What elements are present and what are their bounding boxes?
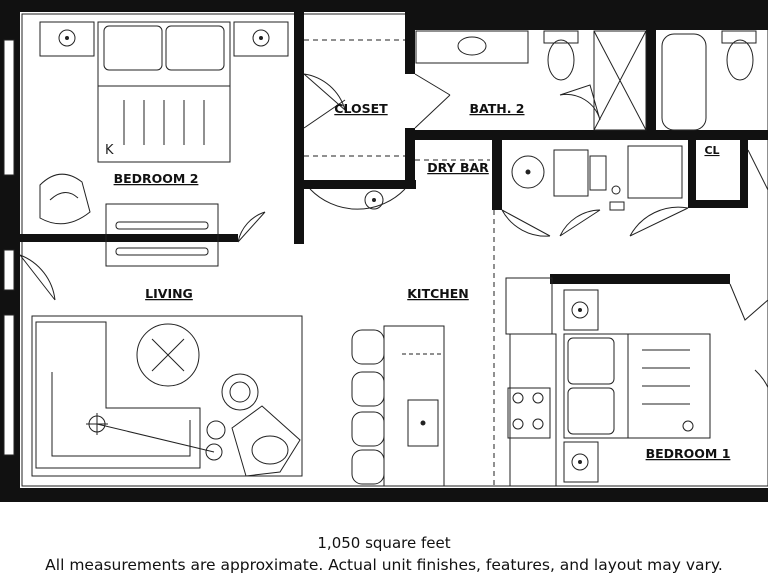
bath2-fixtures bbox=[415, 30, 757, 131]
water-heater-icon bbox=[511, 155, 545, 189]
sink-icon bbox=[457, 36, 487, 56]
closet-fixture bbox=[364, 190, 384, 210]
toilet-tank bbox=[543, 30, 579, 44]
bathtub bbox=[661, 33, 707, 131]
rug bbox=[31, 315, 303, 477]
bedroom2-furniture bbox=[39, 21, 289, 267]
room-label-living: LIVING bbox=[145, 286, 193, 301]
interior-walls bbox=[20, 12, 768, 284]
room-label-dry-bar: DRY BAR bbox=[427, 160, 489, 175]
living-furniture bbox=[31, 315, 303, 477]
bedroom1-furniture bbox=[563, 289, 711, 483]
vanity bbox=[415, 30, 529, 64]
kitchen-fixtures bbox=[351, 277, 557, 487]
floor-plan: BEDROOM 2 K CLOSET BATH. 2 DRY BAR CL LI… bbox=[0, 0, 768, 502]
kitchen-island bbox=[383, 325, 445, 487]
room-label-bedroom2: BEDROOM 2 bbox=[114, 171, 199, 186]
lamp-icon bbox=[571, 301, 589, 319]
cooktop bbox=[507, 387, 551, 439]
room-label-bedroom1: BEDROOM 1 bbox=[646, 446, 731, 461]
sectional-sofa bbox=[35, 321, 201, 469]
bar-stool bbox=[351, 371, 385, 407]
exterior-inner-line bbox=[21, 13, 768, 487]
dryer bbox=[627, 145, 683, 199]
bed-marker: K bbox=[105, 143, 114, 158]
disclaimer: All measurements are approximate. Actual… bbox=[45, 556, 723, 574]
nightstand bbox=[39, 21, 95, 57]
window-left bbox=[3, 39, 15, 456]
bed bbox=[563, 333, 711, 439]
kitchen-sink bbox=[407, 399, 439, 447]
counter bbox=[505, 277, 553, 335]
coffee-table-icon bbox=[136, 323, 200, 387]
nightstand bbox=[563, 441, 599, 483]
counter bbox=[509, 333, 557, 487]
dashed-partitions bbox=[304, 39, 495, 486]
bar-stool bbox=[351, 449, 385, 485]
room-label-cl: CL bbox=[704, 144, 719, 157]
toilet-icon bbox=[547, 39, 575, 81]
square-footage: 1,050 square feet bbox=[317, 534, 451, 552]
nightstand bbox=[233, 21, 289, 57]
toilet-icon bbox=[726, 39, 754, 81]
lamp-icon bbox=[58, 29, 76, 47]
lamp-icon bbox=[571, 453, 589, 471]
lamp-icon bbox=[252, 29, 270, 47]
bar-stool bbox=[351, 411, 385, 447]
bar-stool bbox=[351, 329, 385, 365]
room-label-closet: CLOSET bbox=[334, 101, 388, 116]
nightstand bbox=[563, 289, 599, 331]
room-label-kitchen: KITCHEN bbox=[407, 286, 469, 301]
washer bbox=[553, 149, 589, 197]
side-table-icon bbox=[221, 373, 259, 411]
doors bbox=[19, 73, 768, 440]
shower bbox=[593, 30, 647, 131]
armchair-icon bbox=[231, 405, 301, 477]
armchair-icon bbox=[39, 173, 91, 225]
dresser bbox=[105, 203, 219, 267]
laundry-fixtures bbox=[511, 145, 683, 211]
room-label-bath2: BATH. 2 bbox=[469, 101, 524, 116]
bed bbox=[97, 21, 231, 163]
